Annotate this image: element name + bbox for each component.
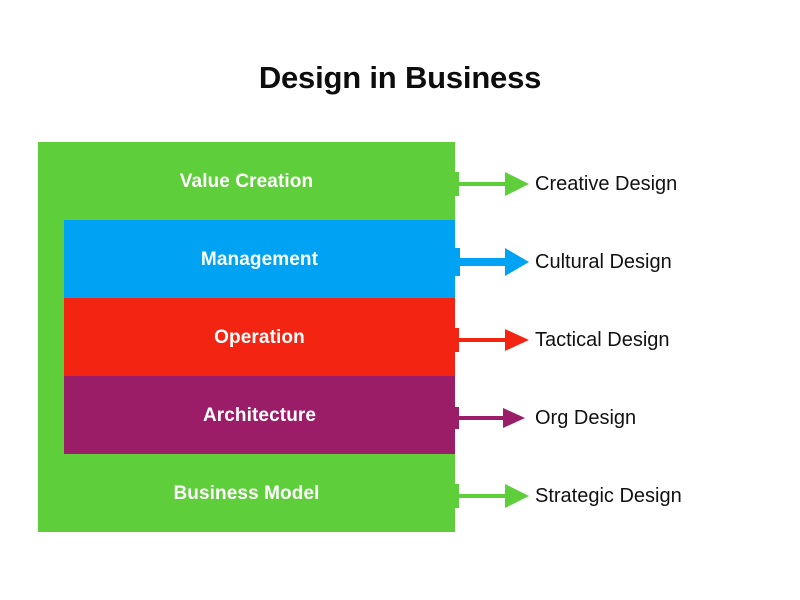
stack-band-label: Business Model: [173, 482, 320, 504]
stack-band-label: Value Creation: [179, 170, 314, 192]
stack-band-operation[interactable]: Operation: [64, 298, 455, 376]
stack-band-architecture[interactable]: Architecture: [64, 376, 455, 454]
stack-band-label: Management: [200, 248, 319, 270]
stack-band-label: Architecture: [202, 404, 317, 426]
output-label-tactical-design: Tactical Design: [535, 329, 670, 351]
arrow-right-icon: [455, 328, 529, 352]
stack-band-business-model[interactable]: Business Model: [38, 454, 455, 532]
output-label-cultural-design: Cultural Design: [535, 251, 672, 273]
stack-band-management[interactable]: Management: [64, 220, 455, 298]
arrow-right-icon: [455, 407, 525, 429]
arrow-right-icon: [455, 484, 529, 508]
stack-band-label: Operation: [214, 326, 305, 348]
output-label-org-design: Org Design: [535, 407, 637, 429]
arrow-right-icon: [455, 248, 529, 276]
output-label-creative-design: Creative Design: [535, 173, 678, 195]
arrow-right-icon: [455, 172, 529, 196]
output-label-strategic-design: Strategic Design: [535, 485, 682, 507]
design-layer-stack: Value Creation Management Operation Arch…: [38, 142, 455, 532]
page-title: Design in Business: [258, 60, 542, 95]
stack-band-value-creation[interactable]: Value Creation: [38, 142, 455, 220]
